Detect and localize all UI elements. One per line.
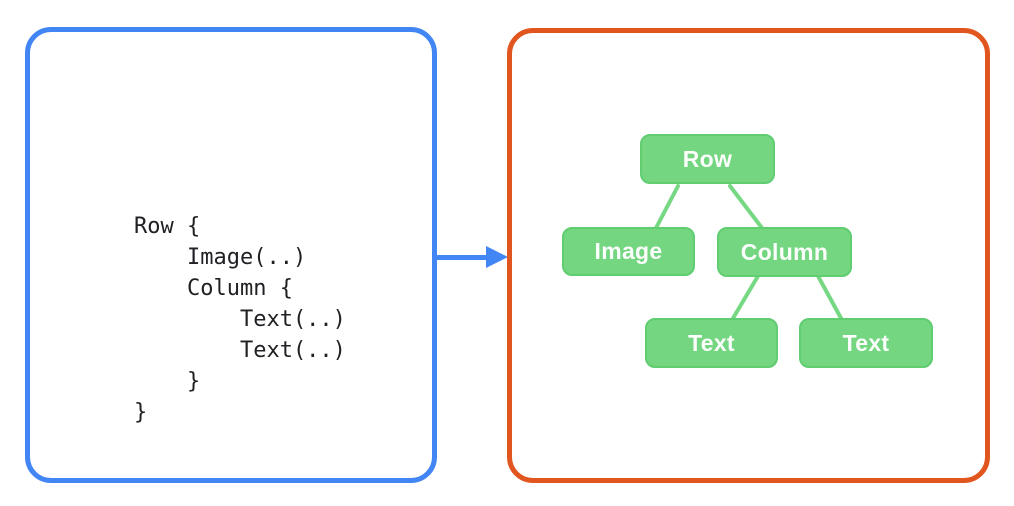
code-block: Row { Image(..) Column { Text(..) Text(.… — [134, 214, 346, 425]
tree-node-text-1: Text — [645, 318, 778, 368]
tree-node-image: Image — [562, 227, 695, 276]
code-panel: Row { Image(..) Column { Text(..) Text(.… — [25, 27, 437, 483]
tree-node-text-2: Text — [799, 318, 933, 368]
right-arrow-icon — [486, 246, 508, 268]
right-arrow-line — [436, 255, 489, 260]
tree-node-row: Row — [640, 134, 775, 184]
tree-node-column: Column — [717, 227, 852, 277]
